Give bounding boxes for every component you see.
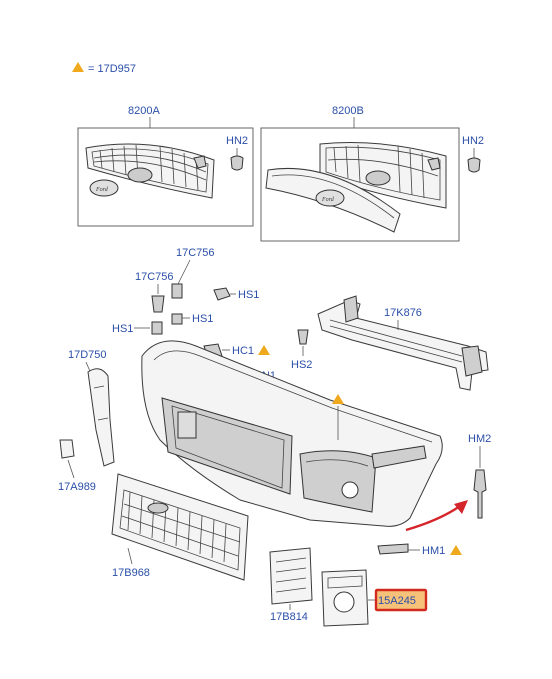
- bolt-hm2-icon: [473, 469, 487, 519]
- warning-hc1-icon: [258, 345, 270, 355]
- callout-17b814: 17B814: [270, 611, 308, 623]
- screw-hs1-b-icon: [171, 313, 183, 325]
- callout-17d750: 17D750: [68, 349, 107, 361]
- clip-17c756-top-icon: [171, 283, 183, 299]
- bolt-hm1-icon: [377, 543, 409, 555]
- bumper-cover: [141, 340, 443, 527]
- screw-hs2-icon: [297, 329, 309, 345]
- callout-hs1-b: HS1: [192, 313, 213, 325]
- warning-hm1-icon: [450, 545, 462, 555]
- lower-grille-17b968: [111, 473, 249, 581]
- callout-hm2: HM2: [468, 433, 491, 445]
- screw-hs1-c-icon: [151, 321, 163, 335]
- callout-hs1-c: HS1: [112, 323, 133, 335]
- svg-text:Ford: Ford: [321, 197, 335, 203]
- callout-17a989: 17A989: [58, 481, 96, 493]
- push-clip-b-icon: [427, 157, 441, 171]
- push-clip-icon: [193, 155, 207, 169]
- callout-hn2-b: HN2: [462, 135, 484, 147]
- nut-hn2-b-icon: [467, 157, 481, 173]
- warning-triangle-icon: [72, 62, 84, 72]
- ford-emblem-icon: [89, 179, 119, 197]
- grille-assembly-b-box: Ford: [260, 117, 460, 242]
- callout-hm1: HM1: [422, 545, 445, 557]
- callout-8200a: 8200A: [128, 105, 160, 117]
- callout-15a245: 15A245: [378, 595, 416, 607]
- ford-emblem-b-icon: [315, 189, 345, 207]
- svg-text:Ford: Ford: [95, 187, 109, 193]
- bracket-17a989: [59, 439, 75, 459]
- bracket-17d750: [87, 368, 115, 467]
- grille-assembly-a-box: Ford: [77, 117, 254, 227]
- fog-grille-17b814: [269, 547, 313, 605]
- screw-hs1-a-icon: [213, 287, 231, 301]
- ford-badge-b-icon: [365, 170, 391, 186]
- bumper-reinforcement: [317, 295, 489, 391]
- nut-hn2-a-icon: [230, 155, 244, 171]
- warning-bumper-icon: [332, 394, 344, 404]
- highlight-box-15a245: [374, 588, 428, 612]
- legend-text: = 17D957: [88, 63, 136, 75]
- callout-hc1: HC1: [232, 345, 254, 357]
- callout-hs2: HS2: [291, 359, 312, 371]
- callout-17k876: 17K876: [384, 307, 422, 319]
- callout-17b968: 17B968: [112, 567, 150, 579]
- fog-bezel-15a245: [321, 569, 369, 627]
- callout-17c756: 17C756: [135, 271, 174, 283]
- callout-17c756-top: 17C756: [176, 247, 215, 259]
- clip-17c756-icon: [151, 295, 165, 313]
- ford-badge-icon: [127, 167, 153, 183]
- arrow-head-icon: [454, 500, 468, 514]
- direction-arrow: [405, 505, 461, 532]
- callout-8200b: 8200B: [332, 105, 364, 117]
- callout-hn2-a: HN2: [226, 135, 248, 147]
- callout-hs1-a: HS1: [238, 289, 259, 301]
